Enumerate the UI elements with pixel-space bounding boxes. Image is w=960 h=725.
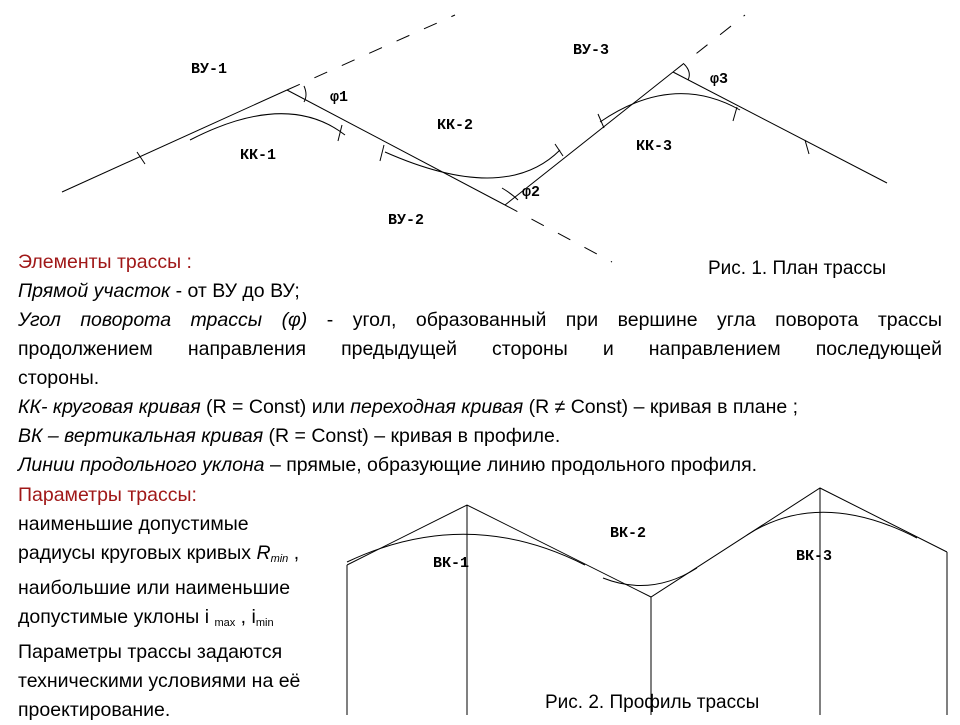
label-vk2: ВК-2	[610, 525, 646, 542]
kk-def-1: (R = Const) или	[200, 396, 351, 418]
parameters-line-4-mid: , i	[235, 606, 256, 628]
radius-symbol: R	[256, 542, 271, 564]
tangent-4	[672, 71, 888, 184]
angle-arc-2	[501, 187, 519, 201]
route-plan-diagram: ВУ-1 ВУ-2 ВУ-3 φ1 φ2 φ3 КК-1 КК-2 КК-3	[61, 14, 888, 263]
grade-line	[346, 487, 948, 598]
angle-def-1: - угол, образованный при вершине угла по…	[307, 309, 942, 331]
circular-curve-3	[599, 93, 741, 123]
parameters-line-6: техническими условиями на её	[18, 670, 301, 692]
vk-term: ВК – вертикальная кривая	[18, 425, 264, 447]
parameters-line-3: наибольшие или наименьшие	[18, 577, 291, 599]
label-kk1: КК-1	[240, 147, 276, 164]
parameters-line-2-text: радиусы круговых кривых	[18, 542, 257, 564]
angle-definition-line-2: продолжением направления предыдущей стор…	[18, 335, 942, 364]
label-vu1: ВУ-1	[191, 61, 227, 78]
slope-def: – прямые, образующие линию продольного п…	[264, 454, 758, 476]
vk-definition: ВК – вертикальная кривая (R = Const) – к…	[18, 422, 942, 451]
vk-def: (R = Const) – кривая в профиле.	[263, 425, 561, 447]
straight-section-definition: Прямой участок - от ВУ до ВУ;	[18, 277, 942, 306]
plan-caption: Рис. 1. План трассы	[708, 258, 887, 279]
tangent-2	[286, 89, 506, 206]
label-phi1: φ1	[330, 89, 348, 106]
label-phi3: φ3	[710, 71, 728, 88]
parameters-line-5: Параметры трассы задаются	[18, 641, 283, 663]
tick-mark	[337, 124, 343, 142]
tangent-3-extension	[672, 14, 746, 73]
angle-def-2: продолжением направления предыдущей стор…	[18, 338, 942, 360]
label-kk2: КК-2	[437, 117, 473, 134]
vertical-curve-1	[346, 533, 586, 566]
label-vk1: ВК-1	[433, 555, 469, 572]
slope-term: Линии продольного уклона	[18, 454, 265, 476]
label-vu3: ВУ-3	[573, 42, 609, 59]
slope-max-subscript: max	[214, 617, 236, 629]
straight-def: - от ВУ до ВУ;	[170, 280, 300, 302]
kk-definition: КК- круговая кривая (R = Const) или пере…	[18, 393, 942, 422]
radius-subscript: min	[270, 553, 289, 565]
tangent-1	[61, 89, 288, 193]
profile-caption: Рис. 2. Профиль трассы	[545, 692, 760, 713]
slope-definition: Линии продольного уклона – прямые, образ…	[18, 451, 942, 480]
tick-mark	[732, 106, 738, 122]
tangent-3	[504, 71, 674, 206]
label-kk3: КК-3	[636, 138, 672, 155]
tick-mark	[554, 143, 564, 157]
tangent-1-extension	[286, 14, 456, 91]
route-elements-section: Элементы трассы : Прямой участок - от ВУ…	[18, 248, 942, 480]
circular-curve-2	[384, 149, 561, 179]
slope-min-subscript: min	[255, 617, 274, 629]
straight-term: Прямой участок	[18, 280, 171, 302]
label-phi2: φ2	[522, 184, 540, 201]
label-vu2: ВУ-2	[388, 212, 424, 229]
vertical-curve-3	[746, 511, 918, 539]
kk-term: КК- круговая кривая	[18, 396, 201, 418]
parameters-line-4-text: допустимые уклоны i	[18, 606, 215, 628]
vertical-curve-2	[602, 567, 698, 586]
label-vk3: ВК-3	[796, 548, 832, 565]
parameters-line-7: проектирование.	[18, 699, 171, 721]
angle-def-3: стороны.	[18, 367, 100, 389]
kk-term-2: переходная кривая	[350, 396, 524, 418]
angle-arc-1	[303, 85, 307, 103]
angle-term: Угол поворота трассы (φ)	[18, 309, 308, 331]
tick-mark	[804, 139, 810, 155]
parameters-line-4: допустимые уклоны i max , imin	[18, 603, 348, 638]
circular-curve-1	[189, 113, 346, 141]
angle-arc-3	[683, 63, 690, 81]
angle-definition-line-3: стороны.	[18, 364, 942, 393]
tick-mark	[136, 151, 146, 165]
kk-def-2: (R ≠ Const) – кривая в плане ;	[523, 396, 799, 418]
parameters-line-1: наименьшие допустимые	[18, 513, 249, 535]
parameters-heading: Параметры трассы:	[18, 484, 197, 506]
tick-mark	[597, 113, 605, 129]
tangent-2-extension	[504, 204, 613, 263]
route-parameters-section: Параметры трассы: наименьшие допустимые …	[18, 481, 348, 725]
parameters-line-2-end: ,	[288, 542, 300, 564]
tick-mark	[379, 144, 385, 162]
elements-heading: Элементы трассы :	[18, 251, 192, 273]
angle-definition: Угол поворота трассы (φ) - угол, образов…	[18, 306, 942, 335]
parameters-line-2: радиусы круговых кривых Rmin ,	[18, 539, 348, 574]
